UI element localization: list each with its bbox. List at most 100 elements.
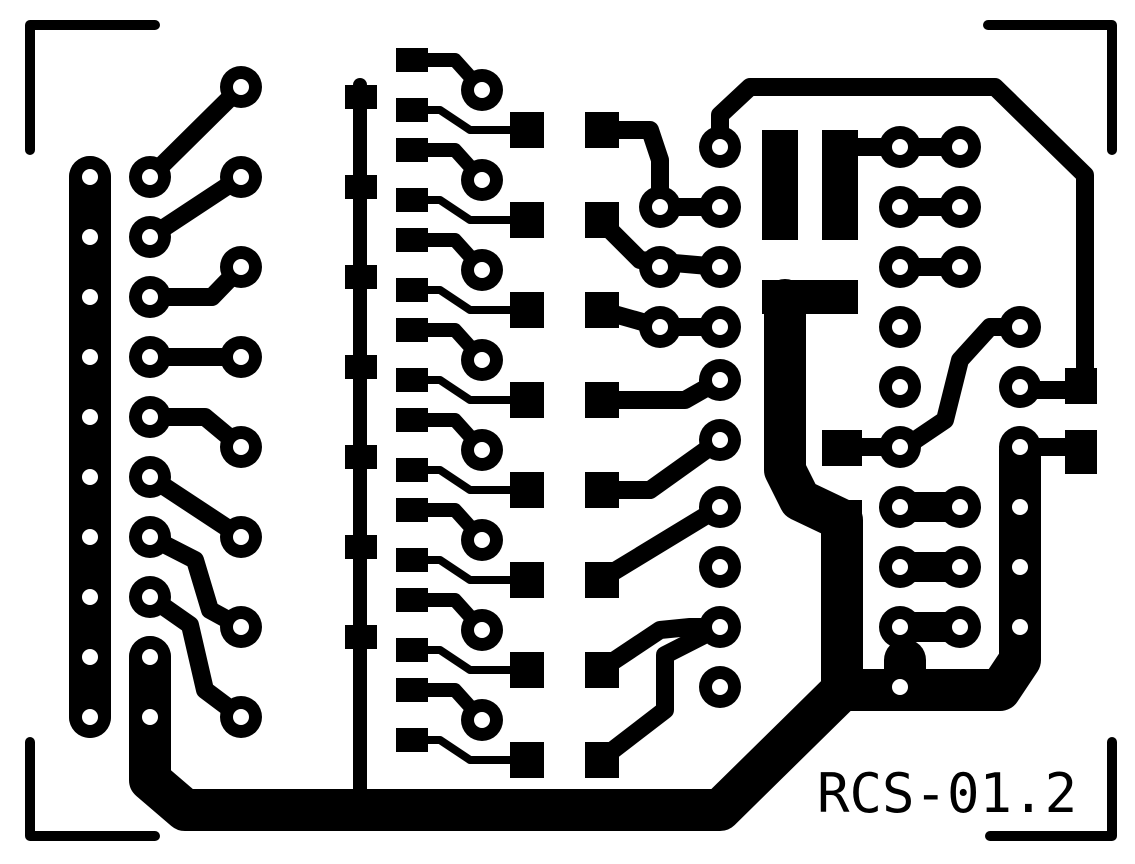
smd-pad xyxy=(585,742,619,778)
drill-hole xyxy=(82,649,98,665)
board-label: RCS-01.2 xyxy=(817,762,1077,825)
drill-hole xyxy=(892,319,908,335)
drill-hole xyxy=(142,349,158,365)
drill-hole xyxy=(952,619,968,635)
drill-hole xyxy=(82,289,98,305)
drill-hole xyxy=(474,622,490,638)
drill-hole xyxy=(712,319,728,335)
drill-hole xyxy=(474,172,490,188)
drill-hole xyxy=(142,409,158,425)
smd-pad xyxy=(396,498,428,522)
drill-hole xyxy=(474,712,490,728)
drill-hole xyxy=(892,679,908,695)
smd-pad xyxy=(396,188,428,212)
smd-pad xyxy=(585,112,619,148)
corner-mark-top-right xyxy=(983,20,1117,155)
smd-pad xyxy=(396,138,428,162)
drill-hole xyxy=(474,532,490,548)
smd-pad xyxy=(1065,430,1097,474)
smd-pad xyxy=(1065,368,1097,404)
smd-pad xyxy=(510,652,544,688)
rail-pad xyxy=(345,445,377,469)
drill-hole xyxy=(82,529,98,545)
drill-hole xyxy=(82,349,98,365)
rail-pad xyxy=(345,265,377,289)
smd-pad xyxy=(510,562,544,598)
drill-hole xyxy=(712,432,728,448)
drill-hole xyxy=(233,619,249,635)
rail-pad xyxy=(345,535,377,559)
drill-hole xyxy=(142,649,158,665)
corner-mark-top-left xyxy=(25,20,160,155)
smd-pad xyxy=(396,548,428,572)
drill-hole xyxy=(712,679,728,695)
drill-hole xyxy=(142,709,158,725)
smd-pad xyxy=(396,588,428,612)
drill-hole xyxy=(233,259,249,275)
through-hole-pads xyxy=(69,66,1041,741)
drill-hole xyxy=(82,229,98,245)
copper-trace xyxy=(836,318,1029,456)
corner-registration-marks xyxy=(25,20,1117,841)
smd-pad xyxy=(585,652,619,688)
copper-trace xyxy=(141,78,250,186)
smd-pad xyxy=(822,500,862,536)
smd-pad xyxy=(585,472,619,508)
copper-trace xyxy=(591,618,729,769)
copper-trace xyxy=(141,588,250,726)
drill-hole xyxy=(952,199,968,215)
drill-hole xyxy=(82,469,98,485)
drill-hole xyxy=(652,199,668,215)
drill-hole xyxy=(892,379,908,395)
drill-hole xyxy=(1012,319,1028,335)
drill-hole xyxy=(712,199,728,215)
drill-hole xyxy=(892,619,908,635)
drill-hole xyxy=(142,289,158,305)
drill-hole xyxy=(82,589,98,605)
smd-pad xyxy=(396,278,428,302)
drill-hole xyxy=(142,169,158,185)
drill-hole xyxy=(142,229,158,245)
smd-pad xyxy=(396,678,428,702)
drill-hole xyxy=(1012,559,1028,575)
smd-pad xyxy=(510,742,544,778)
drill-hole xyxy=(233,709,249,725)
drill-hole xyxy=(233,529,249,545)
copper-traces xyxy=(69,53,1094,831)
drill-hole xyxy=(892,559,908,575)
drill-hole xyxy=(892,139,908,155)
vertical-rails xyxy=(345,78,377,807)
drill-hole xyxy=(1012,379,1028,395)
smd-pad xyxy=(396,458,428,482)
drill-hole xyxy=(233,349,249,365)
corner-mark-bottom-left xyxy=(25,737,160,841)
smd-pad xyxy=(396,368,428,392)
drill-hole xyxy=(952,139,968,155)
smd-pad xyxy=(822,430,862,466)
drill-hole xyxy=(892,499,908,515)
rail-pad xyxy=(345,175,377,199)
drill-hole xyxy=(474,82,490,98)
smd-pad xyxy=(396,318,428,342)
smd-pad xyxy=(396,98,428,122)
smd-pad xyxy=(510,202,544,238)
smd-pad xyxy=(510,382,544,418)
smd-pad xyxy=(396,48,428,72)
smd-pad xyxy=(396,728,428,752)
drill-hole xyxy=(712,619,728,635)
drill-hole xyxy=(233,79,249,95)
drill-hole xyxy=(1012,499,1028,515)
drill-hole xyxy=(82,409,98,425)
rail-pad xyxy=(345,85,377,109)
rail-pad xyxy=(345,355,377,379)
drill-hole xyxy=(142,469,158,485)
drill-hole xyxy=(952,259,968,275)
smd-pad xyxy=(585,202,619,238)
drill-hole xyxy=(142,529,158,545)
drill-hole xyxy=(1012,439,1028,455)
drill-hole xyxy=(233,169,249,185)
drill-hole xyxy=(952,559,968,575)
smd-pad xyxy=(762,130,798,240)
drill-hole xyxy=(712,559,728,575)
